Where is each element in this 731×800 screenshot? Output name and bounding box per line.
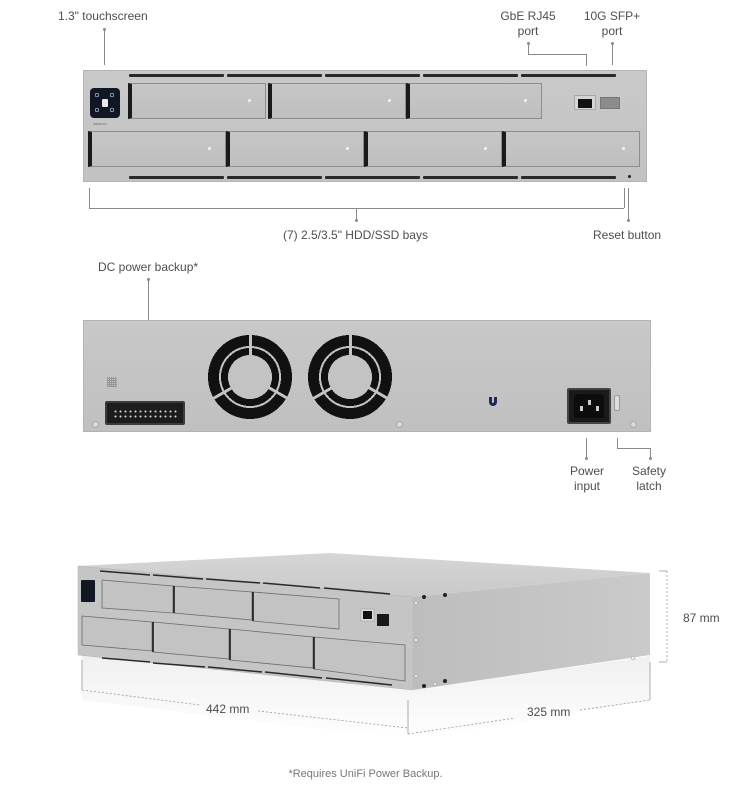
- latch-callout-line: [617, 448, 650, 449]
- bay-led: [388, 99, 391, 102]
- bays-bracket: [624, 188, 625, 208]
- callout-dot: [585, 457, 588, 460]
- front-panel: UNVR Pro: [83, 70, 647, 182]
- rj45-port[interactable]: [574, 95, 596, 110]
- touchscreen[interactable]: [90, 88, 120, 118]
- safety-latch-label-line2: latch: [636, 479, 662, 493]
- drive-bay-3[interactable]: [406, 83, 542, 119]
- vent-slot: [521, 74, 616, 77]
- dc-power-backup-label: DC power backup*: [98, 260, 199, 274]
- vent-slot: [227, 176, 322, 179]
- rj45-callout-line: [586, 54, 587, 66]
- safety-latch[interactable]: [614, 395, 620, 411]
- fan-spoke: [349, 333, 352, 377]
- screen-icon: [110, 108, 114, 112]
- storage-icon: [102, 99, 108, 107]
- safety-latch-label-line1: Safety: [631, 464, 667, 478]
- screen-icon: [110, 93, 114, 97]
- bay-led: [346, 147, 349, 150]
- isometric-device-illustration: [77, 553, 668, 740]
- drive-bay-2[interactable]: [268, 83, 406, 119]
- sfp-port[interactable]: [600, 97, 620, 109]
- sfp-callout-line: [612, 43, 613, 65]
- drive-bay-5[interactable]: [226, 131, 364, 167]
- connector-pins: [113, 409, 177, 419]
- vent-slot: [129, 176, 224, 179]
- vent-slot: [129, 74, 224, 77]
- drive-bay-6[interactable]: [364, 131, 502, 167]
- rj45-port-label-line2: port: [517, 24, 539, 38]
- width-dimension-label: 442 mm: [206, 702, 250, 716]
- bays-bracket: [89, 188, 90, 208]
- callout-dot: [627, 219, 630, 222]
- touchscreen-label: 1.3" touchscreen: [58, 9, 148, 23]
- rj45-port-label-line1: GbE RJ45: [500, 9, 556, 23]
- fan-2: [306, 333, 394, 421]
- sfp-port-label-line1: 10G SFP+: [583, 9, 641, 23]
- vent-slot: [521, 176, 616, 179]
- bay-led: [208, 147, 211, 150]
- bay-led: [622, 147, 625, 150]
- pin: [596, 406, 599, 411]
- drive-bay-1[interactable]: [128, 83, 266, 119]
- pin: [588, 400, 591, 405]
- reset-button-label: Reset button: [593, 228, 662, 242]
- screw-icon: [396, 421, 403, 428]
- bay-led: [524, 99, 527, 102]
- vent-slot: [423, 176, 518, 179]
- pin: [580, 406, 583, 411]
- rear-panel: [83, 320, 651, 432]
- latch-callout-line: [617, 438, 618, 448]
- power-callout-line: [586, 438, 587, 458]
- callout-dot: [649, 457, 652, 460]
- touchscreen-caption: UNVR Pro: [93, 122, 108, 126]
- fan-spoke: [249, 333, 252, 377]
- bays-callout-line: [356, 208, 357, 220]
- screen-icon: [95, 108, 99, 112]
- vent-slot: [325, 176, 420, 179]
- rj45-callout-line: [528, 54, 586, 55]
- power-input-label-line2: input: [573, 479, 601, 493]
- touchscreen-callout-line: [104, 29, 105, 65]
- sfp-port-label-line2: port: [601, 24, 623, 38]
- footnote: *Requires UniFi Power Backup.: [288, 768, 443, 780]
- drive-bays-label: (7) 2.5/3.5" HDD/SSD bays: [283, 228, 428, 242]
- bay-led: [248, 99, 251, 102]
- bay-led: [484, 147, 487, 150]
- drive-bay-4[interactable]: [88, 131, 226, 167]
- height-dimension-label: 87 mm: [683, 611, 720, 625]
- reset-callout-line: [628, 188, 629, 220]
- socket-face: [574, 394, 604, 418]
- dc-power-connector[interactable]: [105, 401, 185, 425]
- depth-dimension-label: 325 mm: [527, 705, 571, 719]
- vent-slot: [325, 74, 420, 77]
- power-input-label-line1: Power: [569, 464, 604, 478]
- power-input-socket[interactable]: [567, 388, 611, 424]
- vent-slot: [227, 74, 322, 77]
- drive-bay-7[interactable]: [502, 131, 640, 167]
- rj45-socket: [578, 99, 592, 108]
- screen-icon: [95, 93, 99, 97]
- ubiquiti-logo-icon: [489, 397, 497, 406]
- fan-1: [206, 333, 294, 421]
- qr-code: [107, 377, 117, 387]
- screw-icon: [92, 421, 99, 428]
- callout-dot: [355, 219, 358, 222]
- rj45-callout-line: [528, 43, 529, 54]
- latch-callout-line: [650, 448, 651, 458]
- screw-icon: [630, 421, 637, 428]
- reset-button[interactable]: [628, 175, 631, 178]
- vent-slot: [423, 74, 518, 77]
